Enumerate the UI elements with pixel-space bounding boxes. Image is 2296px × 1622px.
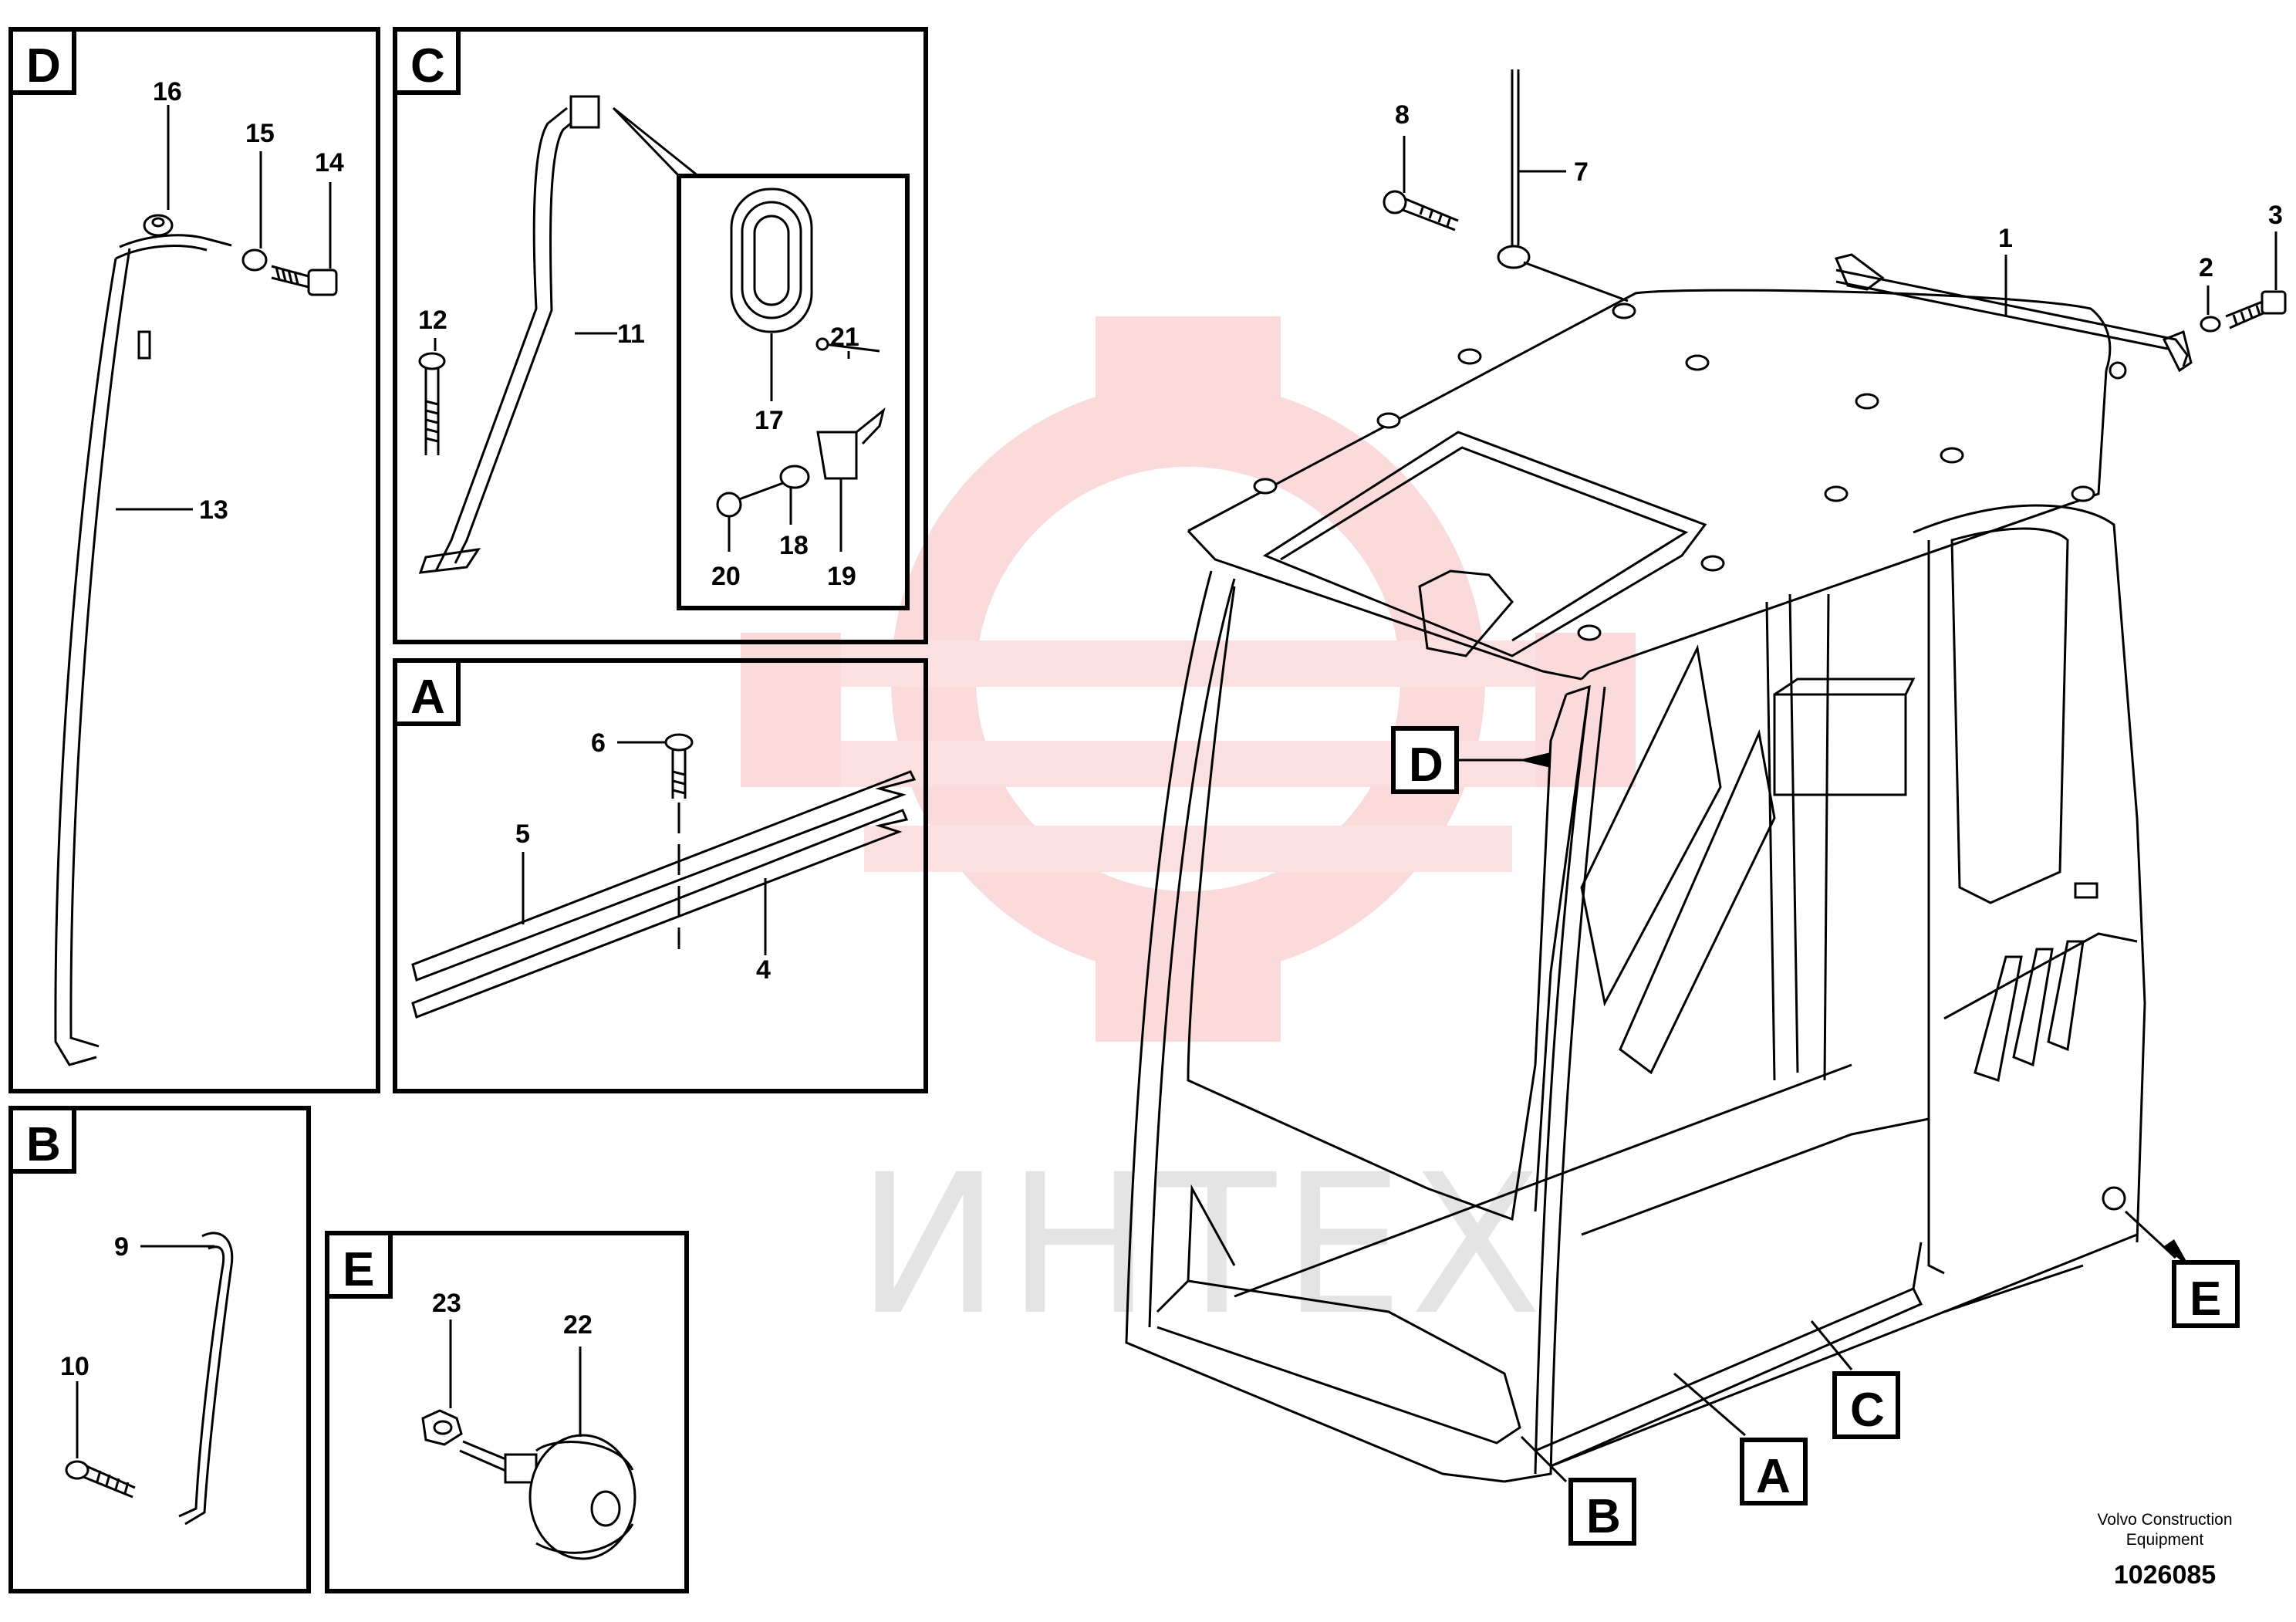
callout-8: 8 bbox=[1395, 100, 1410, 130]
callout-22: 22 bbox=[563, 1310, 593, 1340]
callout-6: 6 bbox=[591, 728, 606, 758]
callout-9: 9 bbox=[114, 1232, 129, 1262]
callout-20: 20 bbox=[711, 562, 741, 591]
pointer-a-label: A bbox=[1756, 1450, 1791, 1503]
callout-7: 7 bbox=[1574, 157, 1589, 187]
callout-14: 14 bbox=[315, 148, 344, 177]
pointer-a: A bbox=[1673, 1372, 1808, 1505]
detail-box-b: B 9 10 bbox=[8, 1106, 311, 1593]
callout-13: 13 bbox=[199, 495, 228, 525]
pointer-b-label: B bbox=[1586, 1490, 1621, 1543]
pointer-b: B bbox=[1520, 1435, 1636, 1546]
callout-19: 19 bbox=[827, 562, 856, 591]
watermark-text: ИНТЕХ bbox=[856, 1133, 1548, 1357]
callout-16: 16 bbox=[153, 77, 182, 106]
pointer-c: C bbox=[1810, 1320, 1900, 1439]
detail-box-e-label: E bbox=[343, 1243, 374, 1296]
detail-box-e: E 23 22 bbox=[325, 1231, 689, 1593]
detail-box-d: D 16 15 14 13 bbox=[8, 27, 380, 1093]
cab-assembly: 8 7 1 2 3 bbox=[1125, 69, 2287, 1483]
callout-23: 23 bbox=[432, 1289, 461, 1318]
callout-10: 10 bbox=[60, 1352, 89, 1381]
callout-5: 5 bbox=[515, 819, 530, 849]
pointer-d-label: D bbox=[1409, 738, 1443, 792]
detail-box-a-label: A bbox=[410, 671, 445, 724]
detail-box-c-label: C bbox=[410, 39, 445, 93]
pointer-d: D bbox=[1391, 726, 1551, 794]
callout-21: 21 bbox=[830, 323, 859, 352]
callout-2: 2 bbox=[2199, 253, 2213, 282]
callout-3: 3 bbox=[2268, 201, 2283, 230]
watermark-logo bbox=[741, 316, 1636, 1042]
company-line-2: Equipment bbox=[2126, 1531, 2204, 1549]
pointer-e-label: E bbox=[2190, 1272, 2221, 1326]
callout-12: 12 bbox=[418, 306, 447, 335]
detail-box-b-label: B bbox=[26, 1118, 61, 1171]
title-block: Volvo Construction Equipment 1026085 bbox=[2097, 1511, 2232, 1590]
detail-box-d-label: D bbox=[26, 39, 61, 93]
callout-11: 11 bbox=[617, 319, 645, 349]
detail-box-a: A 6 5 4 bbox=[393, 658, 928, 1093]
company-line-1: Volvo Construction bbox=[2097, 1511, 2232, 1529]
pointer-c-label: C bbox=[1850, 1384, 1885, 1437]
callout-15: 15 bbox=[245, 119, 275, 148]
callout-17: 17 bbox=[755, 406, 784, 435]
drawing-number: 1026085 bbox=[2114, 1560, 2216, 1590]
callout-1: 1 bbox=[1998, 224, 2013, 253]
pointer-e: E bbox=[2124, 1210, 2240, 1328]
detail-box-c: C 11 12 17 bbox=[393, 27, 928, 644]
callout-4: 4 bbox=[756, 955, 771, 985]
callout-18: 18 bbox=[779, 531, 809, 560]
